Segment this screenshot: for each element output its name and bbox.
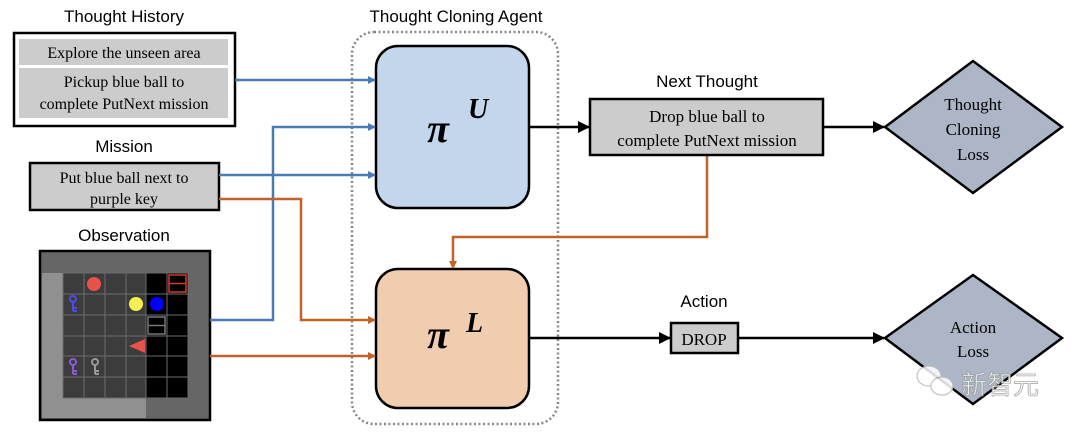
watermark-text: 新智元 — [961, 370, 1039, 400]
red-ball-icon — [87, 277, 101, 291]
purple-key-icon — [69, 358, 77, 375]
action-title: Action — [680, 292, 727, 311]
agent-triangle-icon — [129, 339, 145, 353]
agent-title: Thought Cloning Agent — [370, 7, 543, 26]
next-thought-line: complete PutNext mission — [617, 131, 797, 150]
observation-grid — [38, 249, 212, 422]
action-box — [669, 321, 740, 355]
observation-title: Observation — [78, 226, 170, 245]
mission-line: Put blue ball next to — [60, 170, 189, 187]
thought-cloning-loss-diamond — [882, 59, 1065, 195]
upper-policy-box — [374, 44, 531, 210]
action-loss-line: Action — [950, 318, 997, 337]
thought-history-item — [19, 68, 228, 118]
agent-container — [350, 30, 560, 426]
action-value: DROP — [681, 330, 726, 349]
thought-to-lower-arrow — [449, 155, 709, 269]
next-thought-line: Drop blue ball to — [649, 107, 765, 126]
blue-key-icon — [69, 295, 77, 312]
yellow-ball-icon — [129, 297, 143, 311]
observation-to-upper-arrow — [210, 123, 376, 322]
thought-loss-line: Thought — [944, 95, 1002, 114]
thought-history-item — [19, 39, 228, 65]
watermark: 新智元 — [916, 365, 1039, 400]
mission-box — [28, 161, 221, 212]
mission-line: purple key — [90, 191, 158, 208]
thought-history-item-text: complete PutNext mission — [40, 96, 209, 113]
thought-history-title: Thought History — [64, 7, 184, 26]
grey-key-icon — [91, 358, 99, 375]
thought-loss-line: Cloning — [946, 120, 1001, 139]
next-thought-title: Next Thought — [656, 72, 758, 91]
blue-connectors — [210, 76, 376, 322]
upper-policy-sup: U — [468, 94, 490, 125]
thought-loss-line: Loss — [957, 145, 989, 164]
red-box-icon — [168, 274, 187, 293]
action-loss-line: Loss — [957, 342, 989, 361]
upper-policy-symbol: π — [427, 106, 450, 151]
mission-to-lower-arrow — [219, 197, 376, 324]
next-thought-box — [588, 97, 825, 157]
lower-policy-box — [374, 267, 531, 410]
lower-policy-symbol: π — [427, 312, 450, 357]
wechat-icon — [916, 365, 954, 396]
blue-ball-icon — [150, 297, 164, 311]
thought-history-item-text: Explore the unseen area — [47, 45, 200, 62]
thought-history-item-text: Pickup blue ball to — [64, 74, 184, 91]
mission-title: Mission — [95, 137, 153, 156]
grey-box-icon — [147, 316, 166, 335]
orange-connectors — [210, 155, 709, 360]
lower-policy-sup: L — [465, 308, 483, 339]
